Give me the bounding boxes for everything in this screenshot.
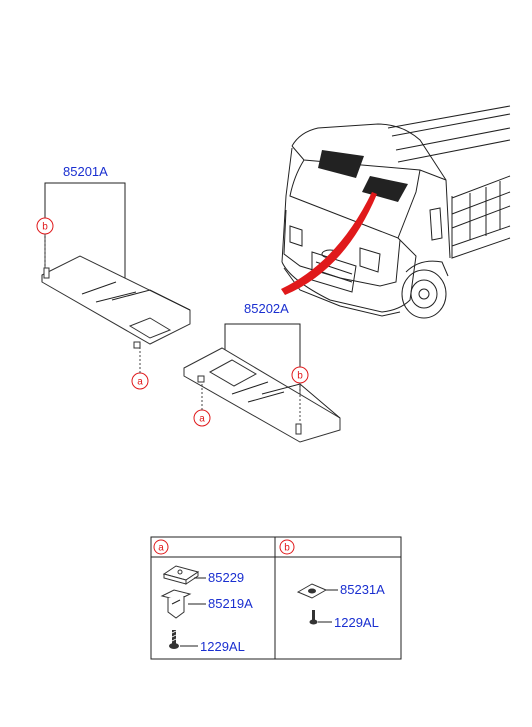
right-sun-visor-icon <box>183 347 341 443</box>
ref-b-right: b <box>291 366 309 422</box>
truck-icon <box>281 105 511 319</box>
svg-text:a: a <box>199 414 205 425</box>
left-visor-label: 85201A <box>63 164 108 179</box>
screw-icon <box>169 630 179 649</box>
svg-text:a: a <box>137 377 143 388</box>
legend-b-part-2: 1229AL <box>334 615 379 630</box>
svg-text:b: b <box>297 371 303 382</box>
legend-table: a b 85229 85219A 1229AL <box>150 536 402 660</box>
windshield-visor-left <box>318 150 364 178</box>
legend-b-part-1: 85231A <box>340 582 385 597</box>
svg-text:b: b <box>284 543 290 554</box>
svg-text:b: b <box>42 222 48 233</box>
ref-a-left: a <box>131 348 149 390</box>
windshield-visor-right <box>362 176 408 202</box>
legend-header-b: b <box>279 539 295 555</box>
clip-icon <box>162 565 200 585</box>
bracket-icon <box>160 589 192 619</box>
highlight-pointer <box>281 192 377 295</box>
svg-text:a: a <box>158 543 164 554</box>
screw-icon <box>309 610 318 625</box>
ref-b-left: b <box>36 217 54 268</box>
legend-header-a: a <box>153 539 169 555</box>
ref-a-right: a <box>193 384 211 427</box>
right-visor-label: 85202A <box>244 301 289 316</box>
legend-a-part-1: 85229 <box>208 570 244 585</box>
legend-a-part-3: 1229AL <box>200 639 245 654</box>
left-sun-visor-icon <box>41 255 191 349</box>
legend-a-part-2: 85219A <box>208 596 253 611</box>
